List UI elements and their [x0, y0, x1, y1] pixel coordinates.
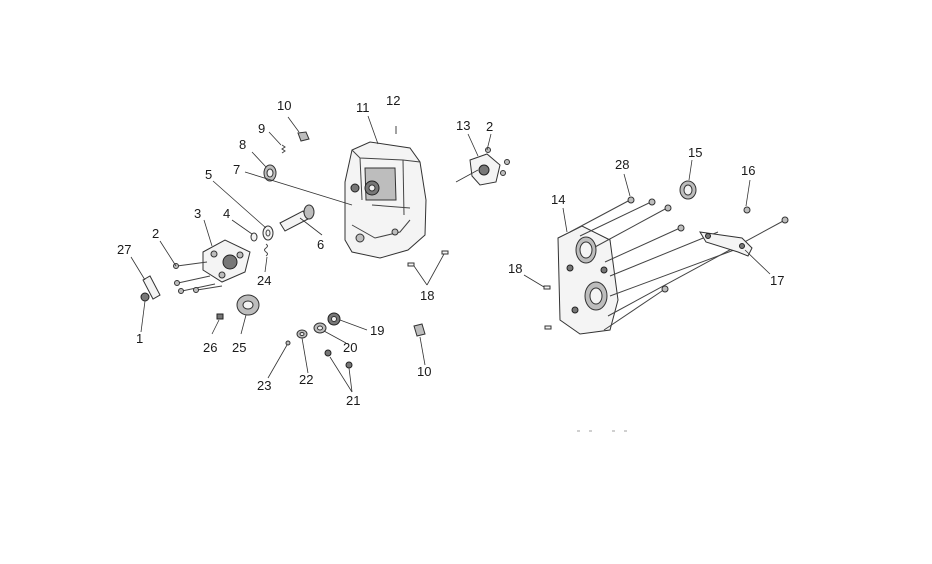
seal-8	[263, 164, 277, 182]
callout-2-left: 2	[152, 226, 159, 241]
dowels-18-mid	[407, 250, 449, 267]
long-bolts-28	[569, 196, 789, 331]
shaft-6	[279, 204, 315, 232]
callout-11: 11	[356, 100, 370, 115]
callout-10-lower: 10	[417, 364, 431, 379]
callout-6: 6	[317, 237, 324, 252]
spring-24	[264, 243, 268, 257]
pin-23	[285, 340, 291, 346]
spring-9	[281, 144, 286, 154]
callout-18-mid: 18	[420, 288, 434, 303]
lever-27	[140, 275, 161, 302]
callout-17: 17	[770, 273, 784, 288]
cover-bolts	[173, 261, 223, 294]
washer-22	[296, 329, 308, 339]
bushing-4	[250, 232, 258, 242]
callout-27: 27	[117, 242, 131, 257]
callout-10-top: 10	[277, 98, 291, 113]
nut-10-lower	[413, 323, 426, 337]
callout-16: 16	[741, 163, 755, 178]
callout-26: 26	[203, 340, 217, 355]
callout-3: 3	[194, 206, 201, 221]
callout-4: 4	[223, 206, 230, 221]
main-housing-11	[344, 141, 427, 259]
callout-21: 21	[346, 393, 360, 408]
bracket-17	[699, 231, 753, 257]
callout-7: 7	[233, 162, 240, 177]
callout-13: 13	[456, 118, 470, 133]
leader-lines	[130, 115, 771, 393]
cam-25	[216, 294, 260, 320]
washer-20	[313, 322, 327, 334]
nut-10-top	[297, 131, 310, 142]
callout-20: 20	[343, 340, 357, 355]
callout-8: 8	[239, 137, 246, 152]
callout-5: 5	[205, 167, 212, 182]
dowels-18-right	[543, 285, 552, 330]
cover-plate-3	[202, 239, 251, 283]
gear-19	[327, 312, 341, 326]
callout-24: 24	[257, 273, 271, 288]
callout-23: 23	[257, 378, 271, 393]
side-cover-14	[557, 225, 619, 335]
callout-14: 14	[551, 192, 565, 207]
callout-labels: 1 2 2 3 4 5 6 7 8 9 10 10 11 12 13 14 15…	[117, 93, 784, 408]
callout-9: 9	[258, 121, 265, 136]
callout-28: 28	[615, 157, 629, 172]
bracket-13	[469, 147, 510, 186]
callout-1: 1	[136, 331, 143, 346]
seal-15	[679, 180, 697, 200]
nut-21	[324, 349, 353, 369]
callout-25: 25	[232, 340, 246, 355]
callout-15: 15	[688, 145, 702, 160]
washer-5	[262, 225, 274, 241]
callout-12: 12	[386, 93, 400, 108]
callout-22: 22	[299, 372, 313, 387]
callout-18-right: 18	[508, 261, 522, 276]
callout-19: 19	[370, 323, 384, 338]
callout-2-right: 2	[486, 119, 493, 134]
